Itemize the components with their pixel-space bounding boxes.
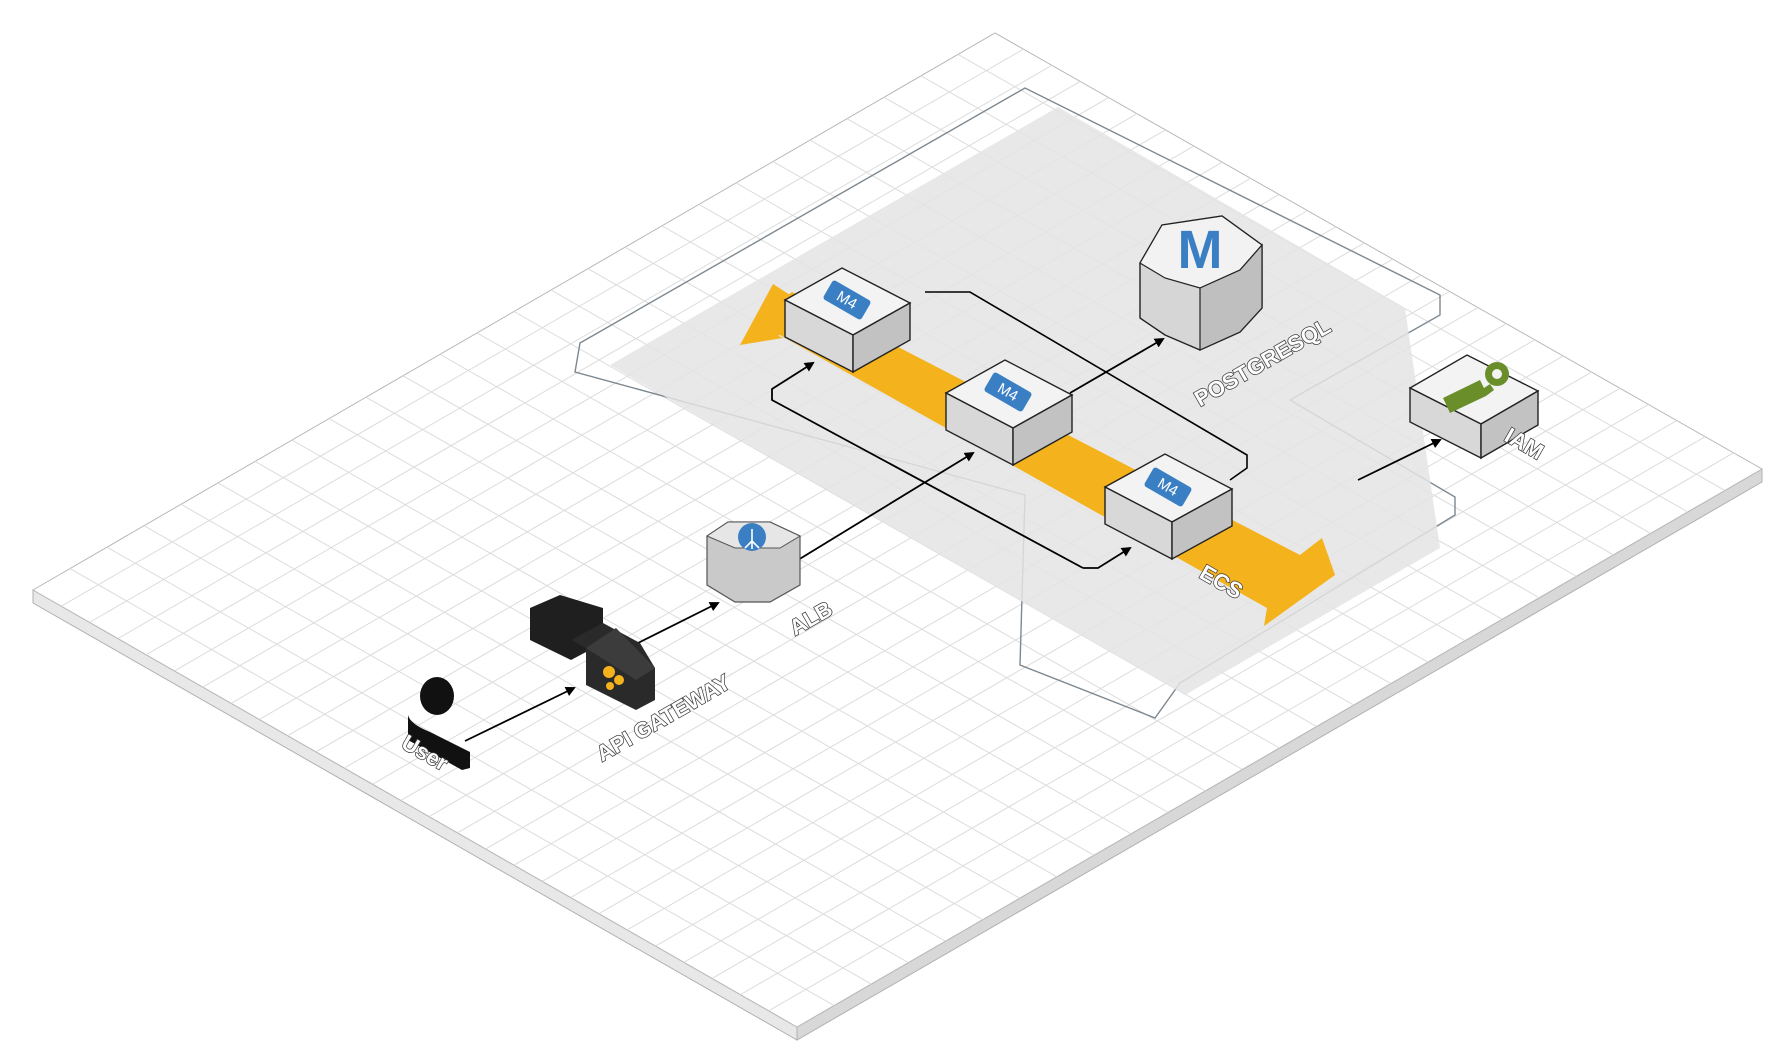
instance2-to-db-arrow bbox=[1069, 337, 1165, 394]
grid-line-b-26 bbox=[768, 452, 1734, 1012]
alb-icon bbox=[705, 521, 802, 603]
grid-line-a-9 bbox=[365, 396, 1132, 835]
api-gateway-icon bbox=[530, 595, 655, 710]
ecs-arrow-head-left bbox=[740, 284, 790, 345]
ecs-instance-3[interactable]: M4 bbox=[1103, 453, 1234, 561]
base-plate bbox=[31, 32, 1764, 1041]
grid-line-b-24 bbox=[711, 420, 1678, 979]
alb-to-instance2-arrow bbox=[797, 451, 975, 561]
alb-loop-to-instance3-arrow bbox=[1083, 546, 1132, 569]
ecs-instance-1[interactable]: M4 bbox=[783, 267, 912, 374]
gateway-to-alb-arrow bbox=[635, 602, 720, 645]
grid-line-a-3 bbox=[143, 525, 909, 964]
instance1-to-instance3-loop bbox=[925, 291, 1248, 481]
grid-line-a-12 bbox=[476, 332, 1243, 770]
grid-line-a-10 bbox=[402, 375, 1169, 813]
connectors bbox=[464, 291, 1442, 742]
grid-line-b-25 bbox=[740, 436, 1706, 996]
user-to-gateway-arrow bbox=[464, 687, 576, 742]
database-badge: M bbox=[1178, 220, 1223, 280]
database-icon: M bbox=[1139, 215, 1263, 351]
user-icon bbox=[408, 677, 470, 770]
grid-line-a-5 bbox=[217, 482, 983, 921]
grid-line-b-1 bbox=[61, 48, 1024, 607]
grid-line-a-8 bbox=[328, 418, 1095, 856]
key-icon bbox=[1443, 362, 1509, 413]
alb-loop-to-instance1-arrow bbox=[771, 361, 1084, 569]
grid-line-a-7 bbox=[291, 439, 1058, 878]
grid-line-a-1 bbox=[69, 568, 835, 1006]
cluster-to-iam-arrow bbox=[1357, 439, 1442, 481]
grid-line-b-3 bbox=[117, 81, 1081, 639]
grid-line-a-2 bbox=[106, 546, 872, 985]
grid-line-a-11 bbox=[439, 353, 1206, 792]
grid-line-a-4 bbox=[180, 503, 946, 942]
instance-1-badge: M4 bbox=[823, 280, 871, 320]
grid-line-b-2 bbox=[89, 64, 1053, 623]
ecs-instance-2[interactable]: M4 bbox=[944, 359, 1074, 467]
